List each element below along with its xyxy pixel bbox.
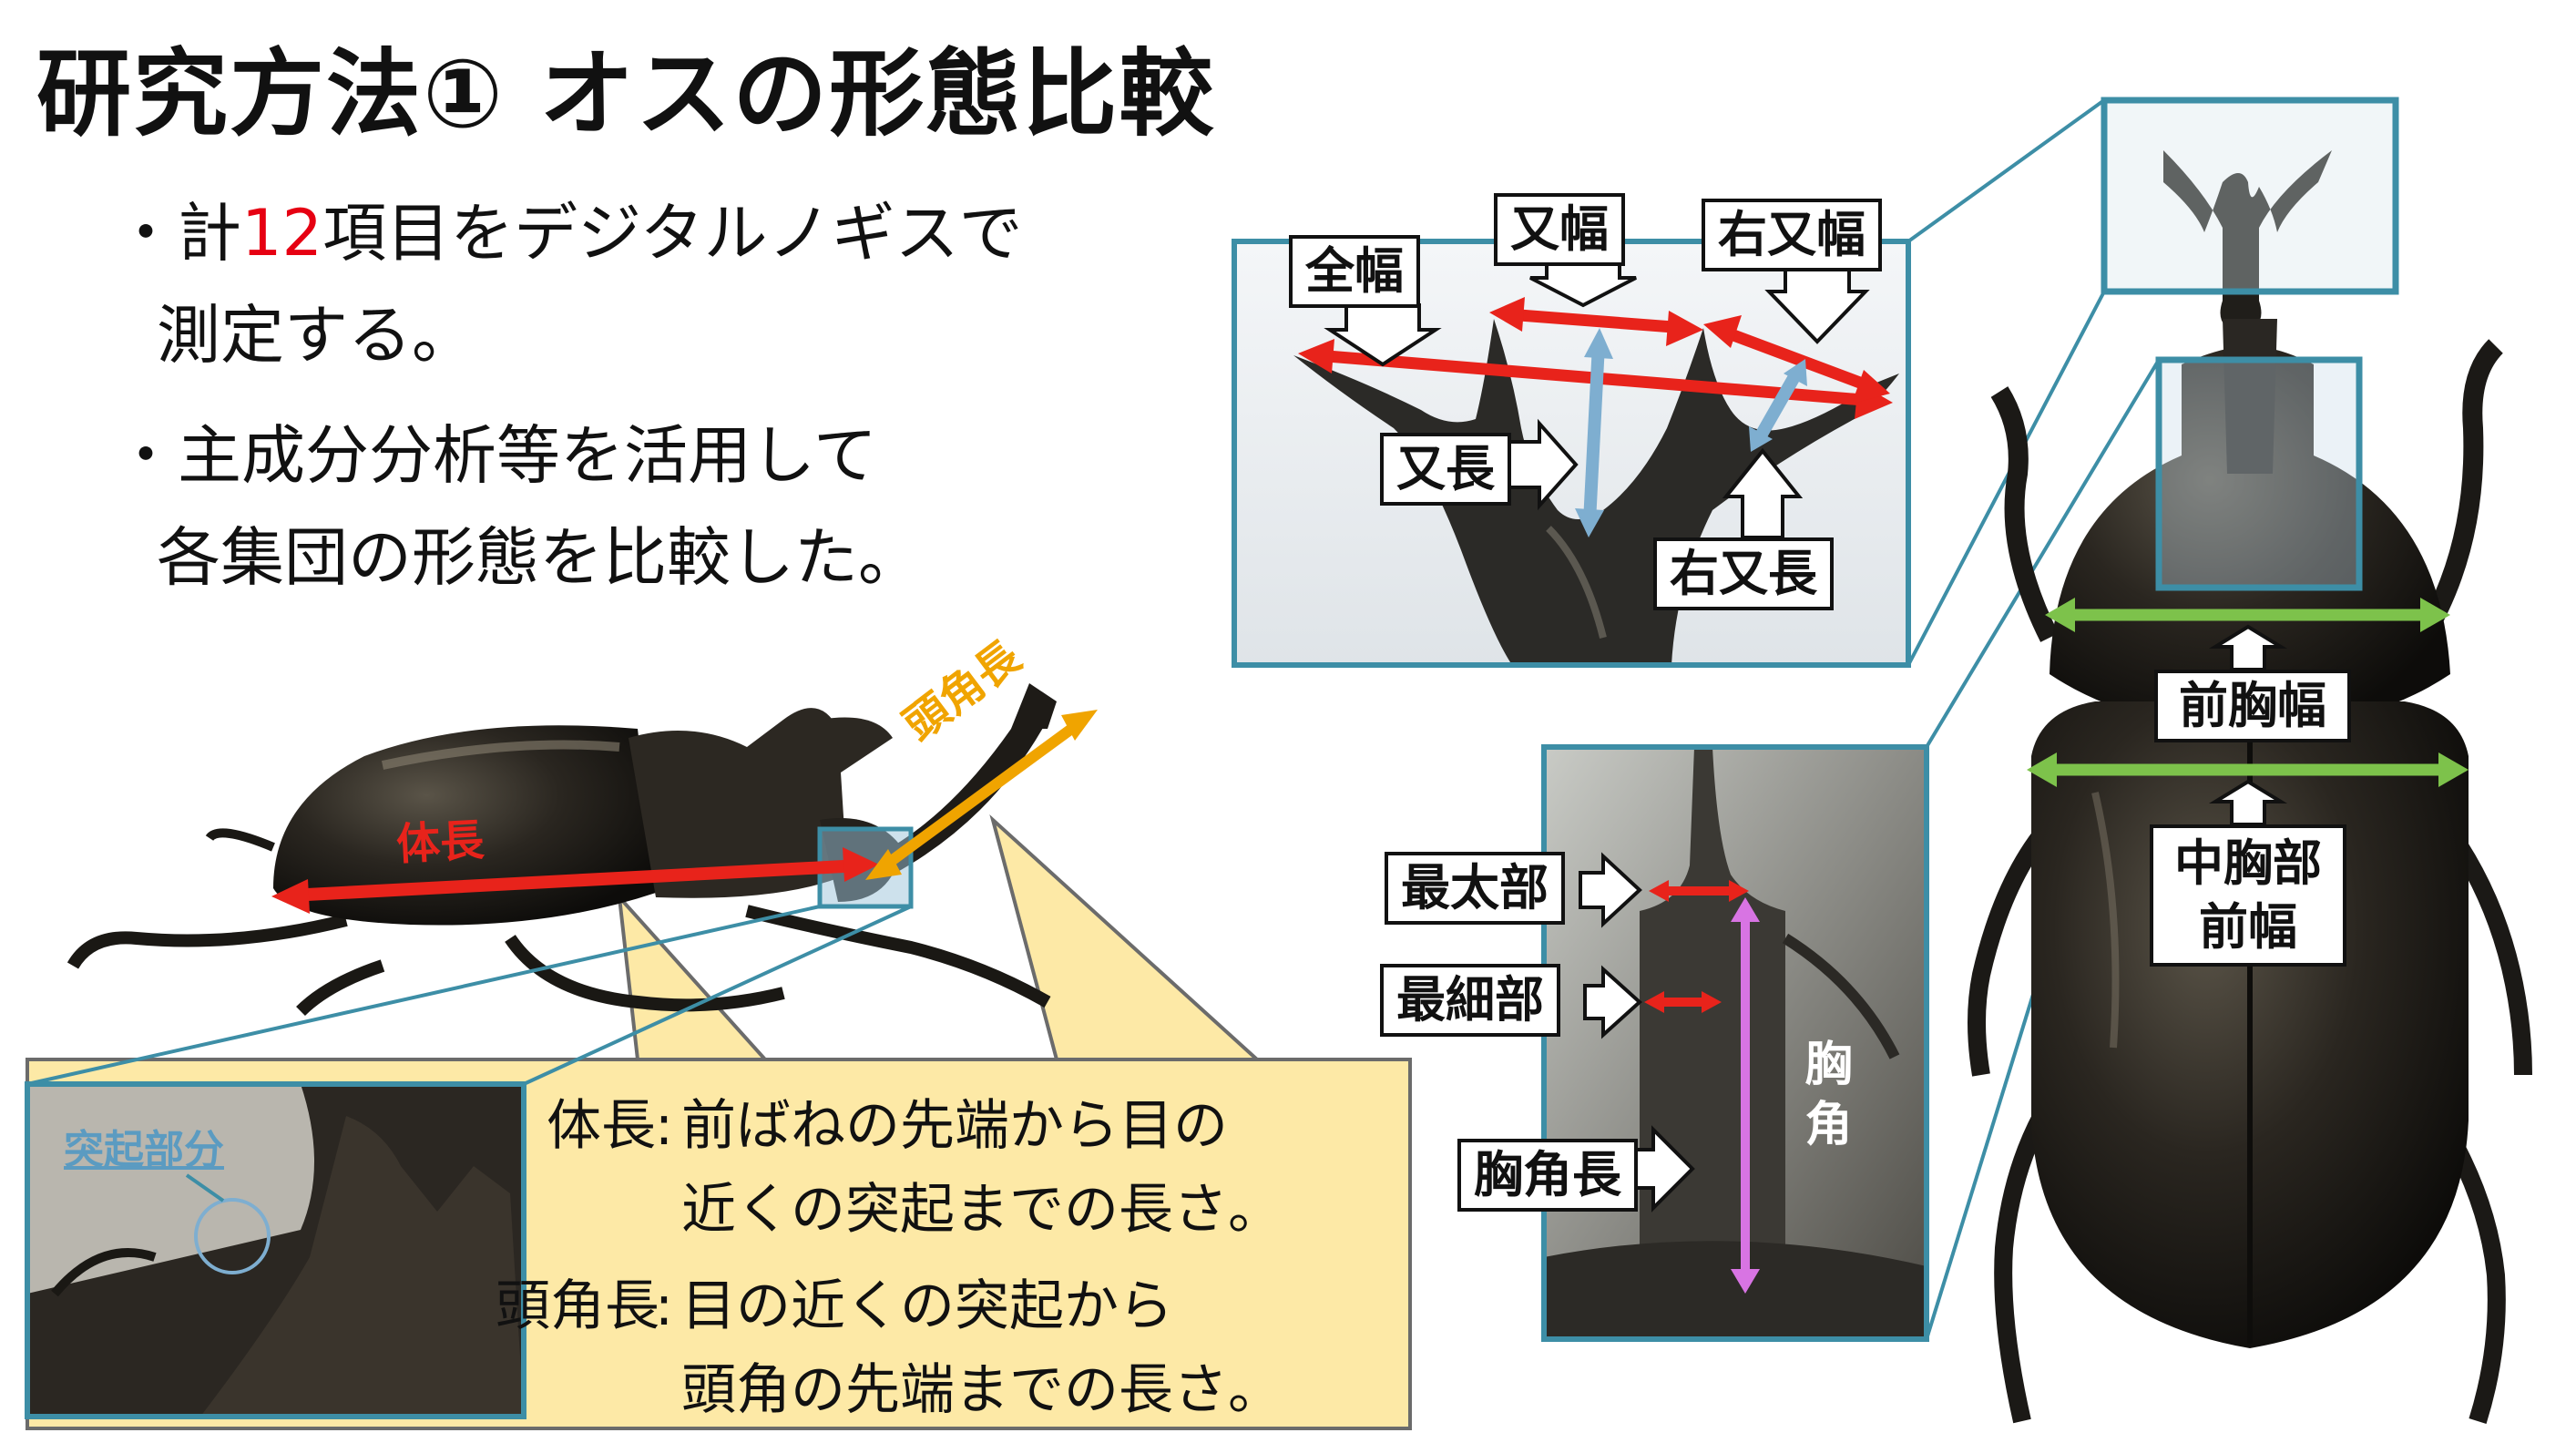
- body-length-arrow: [271, 847, 879, 914]
- bullet-2-line2: 各集団の形態を比較した。: [157, 520, 922, 595]
- mesothorax-width-label: 中胸部 前幅: [2150, 824, 2346, 967]
- def-body-desc2: 近くの突起までの長さ。: [681, 1178, 1283, 1242]
- thinnest-part-arrow: [1644, 991, 1722, 1013]
- def-horn-colon: :: [654, 1274, 674, 1338]
- mesothorax-pointer: [2208, 779, 2288, 826]
- protrusion-inset-frame: [25, 1081, 526, 1419]
- prothorax-width-arrow: [2045, 598, 2450, 632]
- thinnest-pointer: [1583, 965, 1642, 1039]
- def-horn-desc2: 頭角の先端までの長さ。: [681, 1358, 1283, 1422]
- mesothorax-width-arrow: [2027, 752, 2469, 787]
- top-thorax-marker-frame: [2155, 356, 2363, 591]
- def-body-term: 体長: [547, 1094, 656, 1158]
- body-length-label: 体長: [394, 814, 486, 871]
- thorax-horn-vertical-label: 胸角: [1796, 1039, 1851, 1159]
- thorax-horn-length-label: 胸角長: [1457, 1139, 1638, 1212]
- fork-width-arrow: [1489, 297, 1703, 346]
- thinnest-part-label: 最細部: [1380, 964, 1560, 1037]
- protrusion-label: 突起部分: [64, 1127, 224, 1173]
- prothorax-width-label: 前胸幅: [2154, 670, 2351, 742]
- thickest-part-arrow: [1649, 880, 1749, 902]
- bullet-1-number: 12: [241, 196, 323, 271]
- callout-pointer-horn: [989, 814, 1262, 1061]
- fork-length-arrow: [1575, 328, 1613, 537]
- def-horn-term: 頭角長: [496, 1274, 659, 1338]
- def-body-desc1: 前ばねの先端から目の: [681, 1094, 1228, 1158]
- page-title: 研究方法① オスの形態比較: [36, 38, 1216, 149]
- definitions-block: 体長:前ばねの先端から目の 近くの突起までの長さ。 頭角長:目の近くの突起から …: [496, 1084, 1283, 1432]
- thorax-horn-length-arrow: [1731, 897, 1760, 1294]
- prothorax-pointer: [2208, 624, 2288, 671]
- callout-pointer-body: [617, 892, 770, 1061]
- bullet-2: ・主成分分析等を活用して: [114, 418, 877, 493]
- protrusion-inset-photo: [27, 1084, 524, 1417]
- def-horn-row1: 頭角長:目の近くの突起から: [496, 1264, 1283, 1348]
- def-body-colon: :: [654, 1094, 674, 1158]
- bullet-1-prefix: ・計: [114, 196, 241, 271]
- mesothorax-line2: 前幅: [2199, 898, 2297, 956]
- bullet-1: ・計12項目をデジタルノギスで: [114, 182, 1023, 284]
- right-fork-length-arrow: [1749, 359, 1807, 452]
- right-fork-length-label: 右又長: [1653, 537, 1834, 610]
- thorax-inset-photo: [1544, 747, 1927, 1339]
- side-view-beetle: [66, 683, 1057, 1017]
- thickest-part-label: 最太部: [1385, 852, 1565, 925]
- total-width-label: 全幅: [1289, 235, 1420, 308]
- right-fork-width-arrow: [1703, 315, 1890, 404]
- bullet-1-line2: 測定する。: [157, 298, 475, 373]
- bullet-1-text: 項目をデジタルノギスで: [322, 196, 1023, 271]
- right-fork-length-pointer: [1722, 447, 1804, 539]
- thorax-inset-frame: [1541, 744, 1929, 1342]
- horn-length-pointer: [1633, 1125, 1695, 1213]
- fork-length-label: 又長: [1380, 433, 1511, 506]
- def-body-row1: 体長:前ばねの先端から目の: [547, 1084, 1283, 1168]
- head-horn-arrow: [865, 710, 1098, 880]
- top-fork-thumbnail-frame: [2101, 97, 2399, 295]
- right-fork-width-label: 右又幅: [1702, 199, 1882, 271]
- total-width-pointer: [1324, 303, 1442, 367]
- mesothorax-line1: 中胸部: [2174, 834, 2322, 892]
- def-horn-desc1: 目の近くの突起から: [681, 1274, 1173, 1338]
- fork-width-label: 又幅: [1494, 193, 1625, 266]
- thickest-pointer: [1579, 852, 1642, 928]
